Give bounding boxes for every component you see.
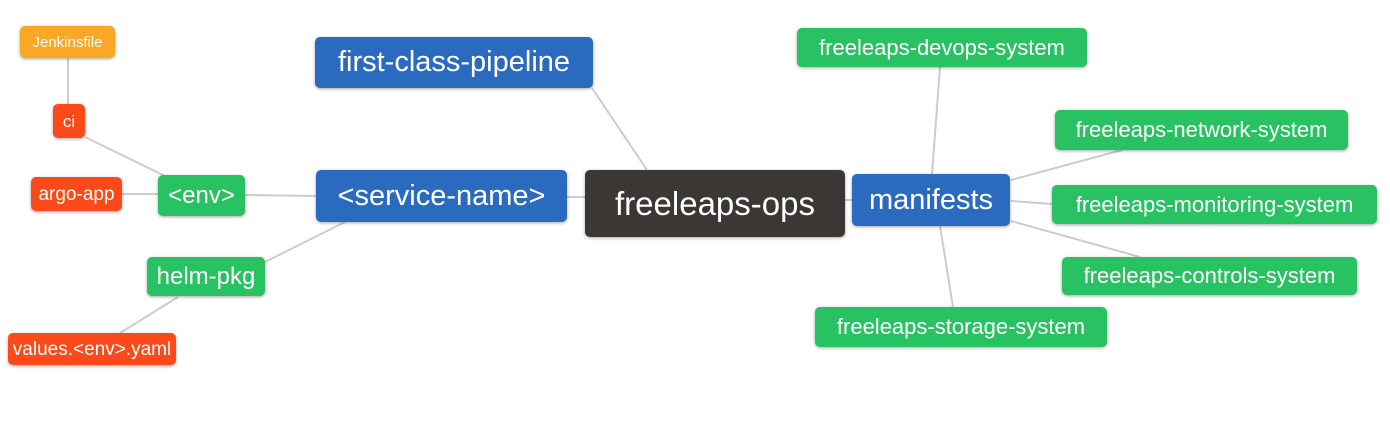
edge-env-service-name [244,194,317,197]
edge-manifests-monitoring-system [1010,200,1053,205]
node-storage-system[interactable]: freeleaps-storage-system [815,307,1107,347]
node-controls-system[interactable]: freeleaps-controls-system [1062,257,1357,295]
node-env[interactable]: <env> [158,175,245,216]
node-first-class-pipeline[interactable]: first-class-pipeline [315,37,593,88]
node-helm-pkg[interactable]: helm-pkg [147,257,265,296]
node-values-env-yaml[interactable]: values.<env>.yaml [8,333,176,365]
node-devops-system[interactable]: freeleaps-devops-system [797,28,1087,67]
edge-manifests-network-system [1010,149,1123,181]
edge-manifests-controls-system [1010,220,1141,258]
edge-values-helm-pkg [119,296,179,334]
node-freeleaps-ops[interactable]: freeleaps-ops [585,170,845,237]
node-jenkinsfile[interactable]: Jenkinsfile [20,26,115,58]
edge-manifests-devops-system [931,66,941,175]
edge-helm-pkg-service-name [264,221,346,263]
edge-ci-env [84,136,168,178]
edge-manifests-storage-system [939,225,954,308]
edge-pipeline-freeleaps-ops [591,87,648,171]
node-ci[interactable]: ci [53,104,85,138]
node-service-name[interactable]: <service-name> [316,170,567,222]
node-monitoring-system[interactable]: freeleaps-monitoring-system [1052,185,1377,224]
node-manifests[interactable]: manifests [852,174,1010,226]
node-argo-app[interactable]: argo-app [31,177,122,211]
node-network-system[interactable]: freeleaps-network-system [1055,110,1348,150]
